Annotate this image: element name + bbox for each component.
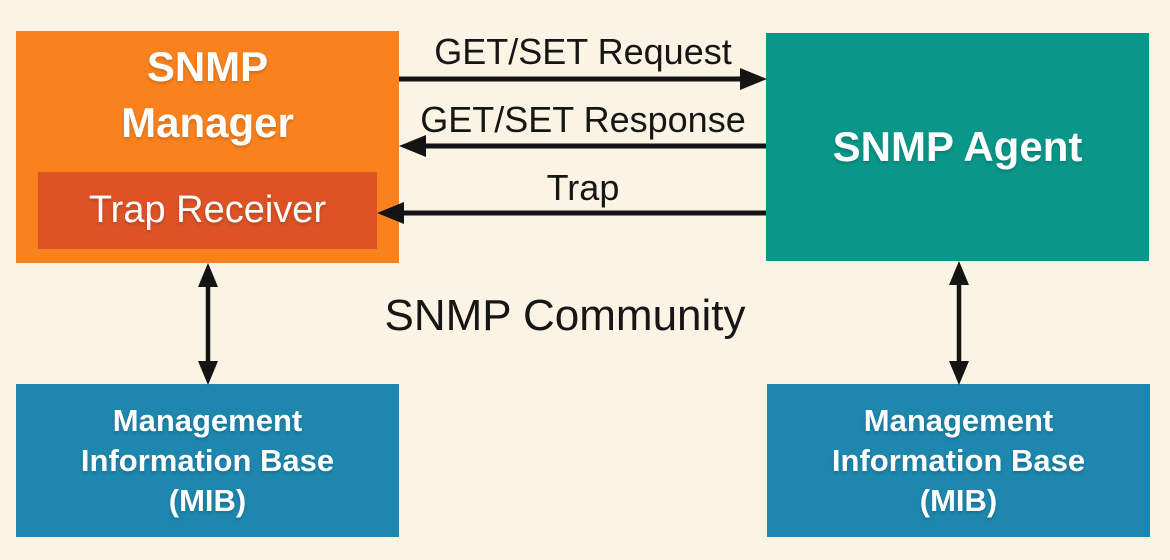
snmp-agent-box: SNMP Agent [766, 33, 1149, 261]
get-set-response-label: GET/SET Response [420, 99, 746, 140]
mib-box-agent: Management Information Base (MIB) [767, 384, 1150, 537]
mib-label-line2: Information Base [831, 442, 1086, 478]
snmp-agent-label: SNMP Agent [832, 123, 1083, 170]
agent-mib-arrow [949, 261, 969, 385]
trap-receiver-label: Trap Receiver [88, 189, 327, 231]
mib-label-line1: Management [112, 402, 303, 438]
snmp-manager-box: SNMP Manager Trap Receiver [16, 31, 399, 263]
trap-label: Trap [546, 167, 620, 208]
mib-box-manager: Management Information Base (MIB) [16, 384, 399, 537]
mib-label-line1: Management [863, 402, 1054, 438]
mib-label-line2: Information Base [80, 442, 335, 478]
trap-receiver-box: Trap Receiver [38, 172, 377, 249]
mib-label-line3: (MIB) [168, 482, 247, 518]
snmp-manager-label: SNMP Manager [16, 39, 399, 151]
snmp-manager-label-line1: SNMP [146, 43, 269, 90]
snmp-community-label: SNMP Community [384, 291, 746, 340]
snmp-manager-label-line2: Manager [121, 99, 294, 146]
mib-label-line3: (MIB) [919, 482, 998, 518]
manager-mib-arrow [198, 263, 218, 385]
get-set-request-label: GET/SET Request [434, 31, 732, 72]
